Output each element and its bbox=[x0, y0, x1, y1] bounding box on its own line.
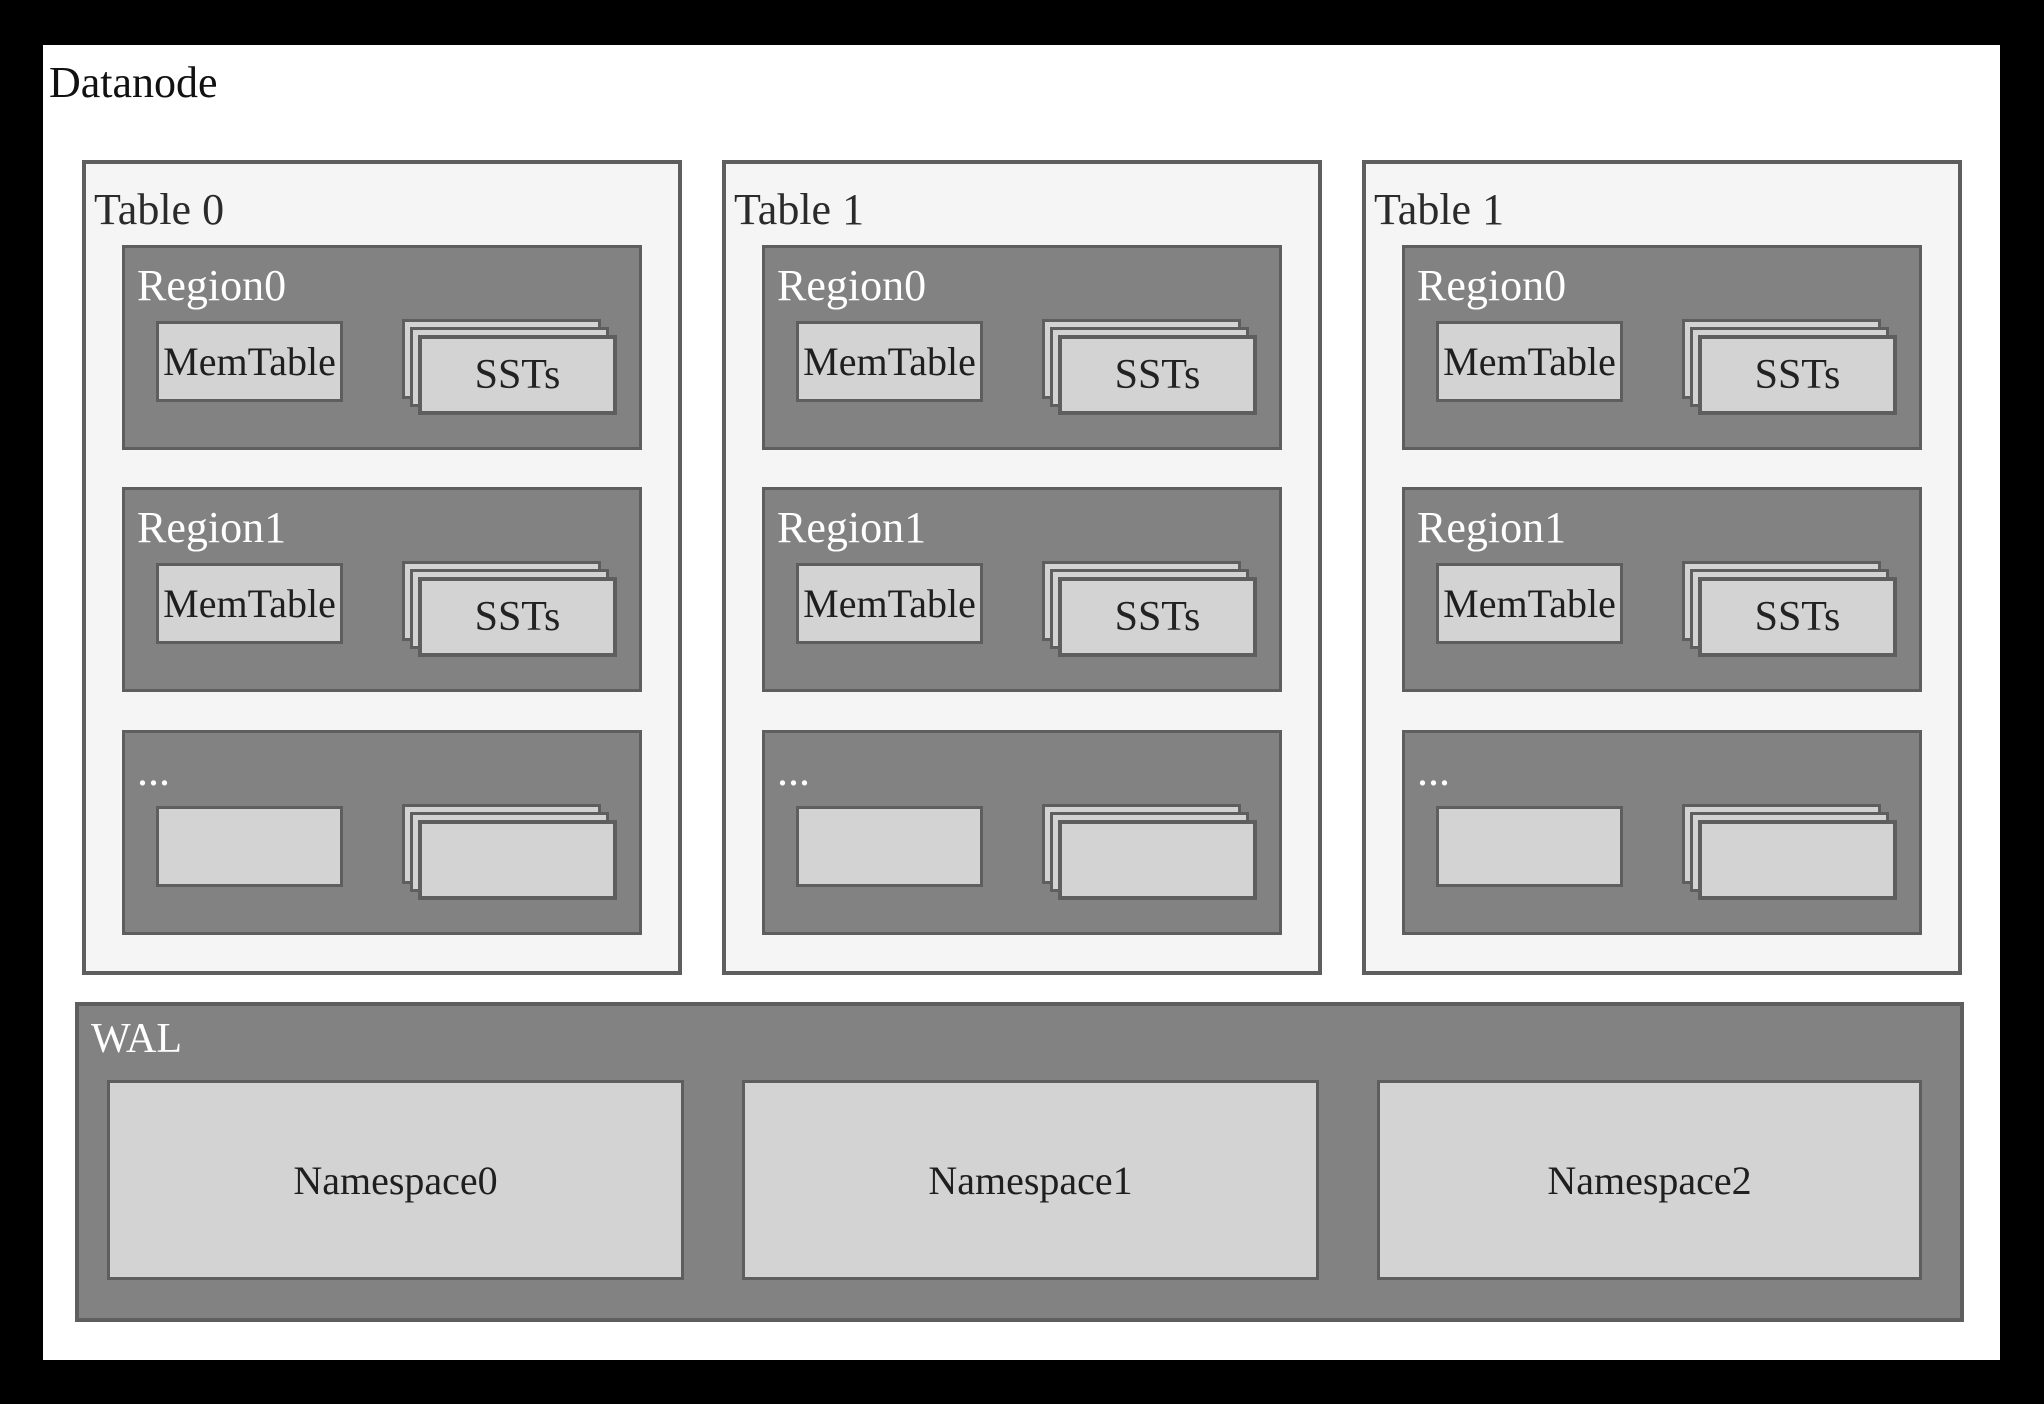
region-label: Region1 bbox=[1417, 503, 1567, 552]
memtable-box: MemTable bbox=[1436, 563, 1623, 644]
ssts-sheet-front: SSTs bbox=[1698, 577, 1897, 657]
region-box-ellipsis: ... bbox=[122, 730, 642, 935]
region-box-ellipsis: ... bbox=[1402, 730, 1922, 935]
region-box: Region1 MemTable SSTs bbox=[762, 487, 1282, 692]
table-box-0: Table 0 Region0 MemTable SSTs Region1 Me… bbox=[82, 160, 682, 975]
region-box-ellipsis: ... bbox=[762, 730, 1282, 935]
datanode-title: Datanode bbox=[49, 58, 218, 107]
ssts-sheet-front: SSTs bbox=[1698, 335, 1897, 415]
region-label: ... bbox=[1417, 746, 1450, 795]
ssts-stack: SSTs bbox=[1682, 561, 1897, 657]
ssts-sheet-front bbox=[418, 820, 617, 900]
memtable-box: MemTable bbox=[796, 563, 983, 644]
region-box: Region1 MemTable SSTs bbox=[122, 487, 642, 692]
table-box-1: Table 1 Region0 MemTable SSTs Region1 Me… bbox=[722, 160, 1322, 975]
ssts-stack-empty bbox=[1042, 804, 1257, 900]
region-label: Region0 bbox=[137, 261, 287, 310]
ssts-stack: SSTs bbox=[402, 319, 617, 415]
region-label: Region0 bbox=[777, 261, 927, 310]
memtable-box-empty bbox=[796, 806, 983, 887]
datanode-panel: Datanode Table 0 Region0 MemTable SSTs R… bbox=[43, 45, 2000, 1360]
region-box: Region0 MemTable SSTs bbox=[762, 245, 1282, 450]
region-label: Region0 bbox=[1417, 261, 1567, 310]
memtable-box: MemTable bbox=[1436, 321, 1623, 402]
ssts-stack: SSTs bbox=[402, 561, 617, 657]
ssts-sheet-front bbox=[1058, 820, 1257, 900]
memtable-box-empty bbox=[1436, 806, 1623, 887]
namespace-box-0: Namespace0 bbox=[107, 1080, 684, 1280]
namespace-box-1: Namespace1 bbox=[742, 1080, 1319, 1280]
ssts-stack-empty bbox=[402, 804, 617, 900]
wal-label: WAL bbox=[91, 1016, 182, 1062]
table-label: Table 1 bbox=[734, 185, 865, 234]
ssts-stack: SSTs bbox=[1682, 319, 1897, 415]
table-box-2: Table 1 Region0 MemTable SSTs Region1 Me… bbox=[1362, 160, 1962, 975]
region-label: Region1 bbox=[137, 503, 287, 552]
region-box: Region0 MemTable SSTs bbox=[1402, 245, 1922, 450]
memtable-box: MemTable bbox=[796, 321, 983, 402]
ssts-sheet-front bbox=[1698, 820, 1897, 900]
ssts-sheet-front: SSTs bbox=[1058, 577, 1257, 657]
region-box: Region0 MemTable SSTs bbox=[122, 245, 642, 450]
table-label: Table 0 bbox=[94, 185, 225, 234]
region-label: Region1 bbox=[777, 503, 927, 552]
namespace-box-2: Namespace2 bbox=[1377, 1080, 1922, 1280]
ssts-sheet-front: SSTs bbox=[418, 335, 617, 415]
memtable-box-empty bbox=[156, 806, 343, 887]
region-label: ... bbox=[137, 746, 170, 795]
memtable-box: MemTable bbox=[156, 321, 343, 402]
table-label: Table 1 bbox=[1374, 185, 1505, 234]
tables-row: Table 0 Region0 MemTable SSTs Region1 Me… bbox=[82, 160, 1962, 975]
ssts-stack: SSTs bbox=[1042, 561, 1257, 657]
ssts-stack-empty bbox=[1682, 804, 1897, 900]
region-box: Region1 MemTable SSTs bbox=[1402, 487, 1922, 692]
memtable-box: MemTable bbox=[156, 563, 343, 644]
ssts-sheet-front: SSTs bbox=[418, 577, 617, 657]
wal-box: WAL Namespace0 Namespace1 Namespace2 bbox=[75, 1002, 1964, 1322]
ssts-stack: SSTs bbox=[1042, 319, 1257, 415]
region-label: ... bbox=[777, 746, 810, 795]
ssts-sheet-front: SSTs bbox=[1058, 335, 1257, 415]
